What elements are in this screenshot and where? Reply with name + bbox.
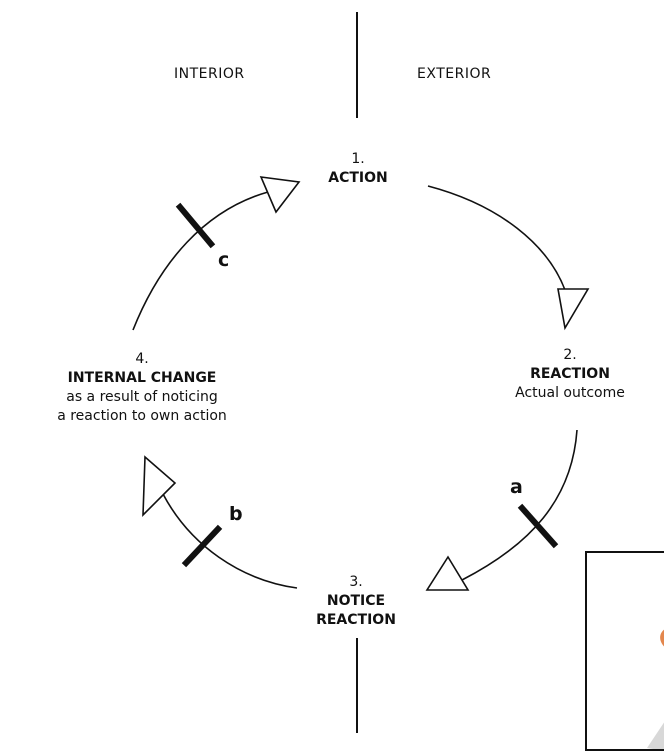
break-label-c: c (218, 249, 230, 271)
step-4-description-line-1: as a result of noticing (66, 389, 218, 405)
arc-notice-to-change (162, 493, 298, 589)
step-4-node: 4. INTERNAL CHANGE as a result of notici… (0, 350, 284, 426)
arc-change-to-action (132, 191, 269, 331)
step-1-number: 1. (351, 151, 365, 167)
arrowhead-to-reaction (557, 288, 590, 331)
step-4-number: 4. (135, 351, 149, 367)
step-4-title: INTERNAL CHANGE (67, 370, 217, 386)
step-1-node: 1. ACTION (308, 150, 408, 188)
step-2-node: 2. REACTION Actual outcome (490, 346, 650, 403)
step-2-title: REACTION (530, 366, 610, 382)
break-tick-a (517, 503, 559, 549)
interior-label: INTERIOR (174, 66, 245, 82)
inset-graphic (647, 629, 664, 749)
step-3-title: NOTICE (326, 593, 386, 609)
step-3-number: 3. (349, 574, 363, 590)
arc-reaction-to-notice (461, 429, 578, 581)
inset-thumbnail (585, 551, 664, 751)
arrowhead-to-action (259, 176, 301, 214)
step-4-description-line-2: a reaction to own action (57, 408, 227, 424)
break-label-a: a (510, 476, 523, 498)
break-label-b: b (229, 503, 243, 525)
feedback-cycle-diagram (132, 12, 590, 733)
step-2-number: 2. (563, 347, 577, 363)
step-2-description: Actual outcome (515, 385, 625, 401)
step-1-title: ACTION (328, 170, 388, 186)
arrowhead-to-change (142, 455, 177, 518)
step-3-title-line-2: REACTION (316, 612, 396, 628)
break-tick-b (181, 524, 223, 568)
step-3-node: 3. NOTICE REACTION (296, 573, 416, 630)
break-tick-c (175, 202, 216, 249)
arc-action-to-reaction (427, 185, 566, 291)
arrowhead-to-notice (425, 555, 470, 591)
exterior-label: EXTERIOR (417, 66, 492, 82)
